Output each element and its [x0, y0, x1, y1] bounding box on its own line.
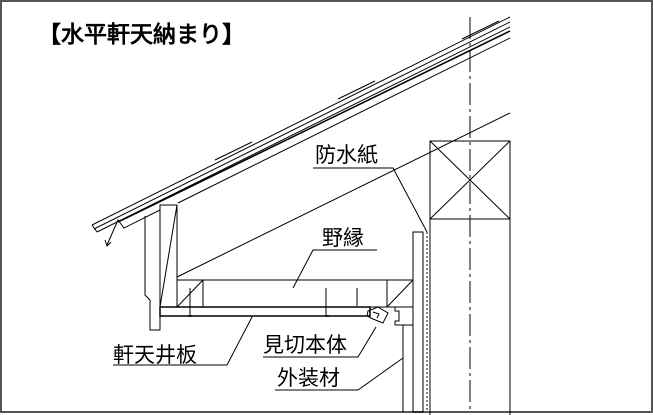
roof	[91, 16, 511, 233]
label-furring: 野縁	[322, 226, 364, 250]
soffit-board	[159, 306, 371, 317]
column	[429, 140, 511, 415]
leader-soffit-board	[113, 316, 253, 366]
leader-furring	[292, 249, 377, 289]
diagram-title: 【水平軒天納まり】	[38, 21, 245, 48]
label-soffit-board: 軒天井板	[113, 343, 197, 367]
label-exterior-material: 外装材	[277, 366, 340, 390]
leader-trim-body	[263, 326, 377, 358]
leader-waterproof-paper	[313, 167, 428, 233]
rafter-line	[176, 112, 511, 278]
eave-edge	[104, 209, 161, 247]
wall	[402, 231, 428, 413]
label-trim-body: 見切本体	[263, 333, 347, 357]
leader-exterior-material	[275, 357, 404, 391]
label-waterproof-paper: 防水紙	[315, 143, 378, 167]
